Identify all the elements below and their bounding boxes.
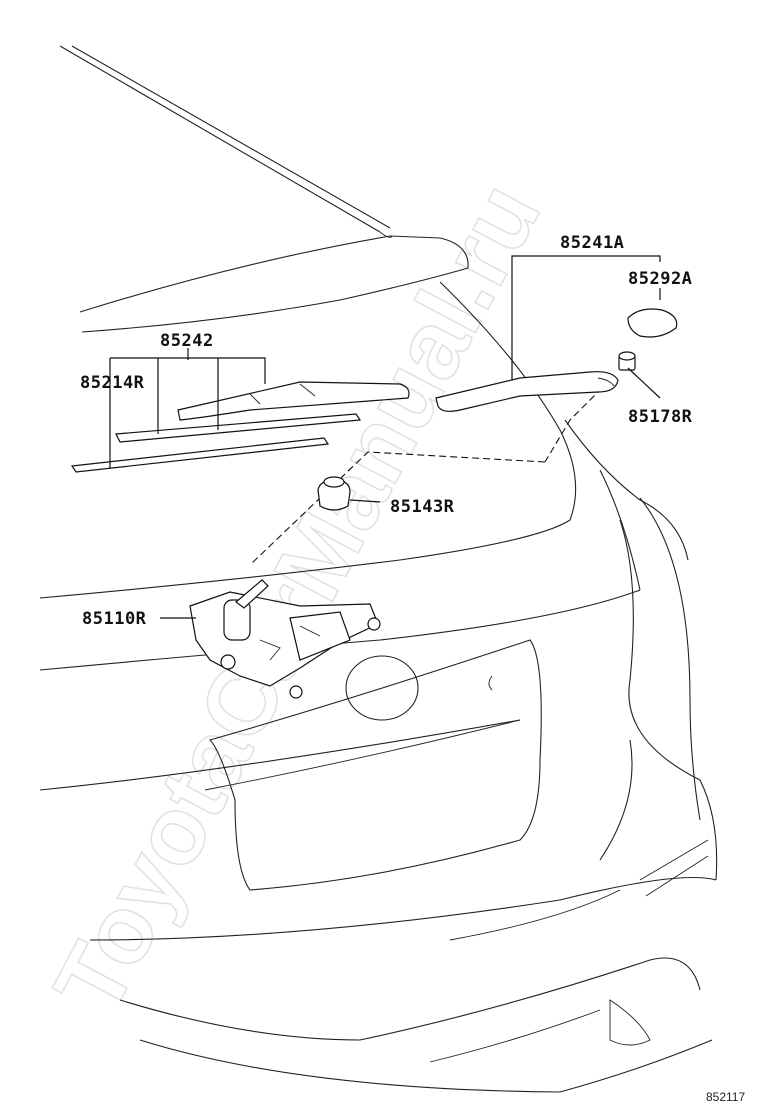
arm-head-cap — [627, 308, 678, 338]
motor-grommet — [317, 476, 351, 511]
assembly-dashed-lines — [249, 379, 611, 566]
part-label-85143r: 85143R — [390, 497, 455, 517]
wiper-motor — [189, 579, 381, 699]
vehicle-body-outline — [39, 45, 718, 1093]
part-label-85241a: 85241A — [560, 233, 624, 253]
figure-number: 852117 — [706, 1090, 745, 1104]
part-label-85178r: 85178R — [628, 407, 693, 427]
watermark: ToyotaCarManual.ru — [34, 166, 561, 1029]
part-label-85214r: 85214R — [80, 373, 145, 393]
part-label-85110r: 85110R — [82, 609, 147, 629]
leader-lines — [109, 255, 661, 619]
arm-nut — [618, 351, 636, 371]
wiper-blade-assembly — [70, 381, 410, 473]
part-label-85242: 85242 — [160, 331, 214, 351]
part-label-85292a: 85292A — [628, 269, 692, 289]
wiper-arm — [435, 371, 619, 412]
